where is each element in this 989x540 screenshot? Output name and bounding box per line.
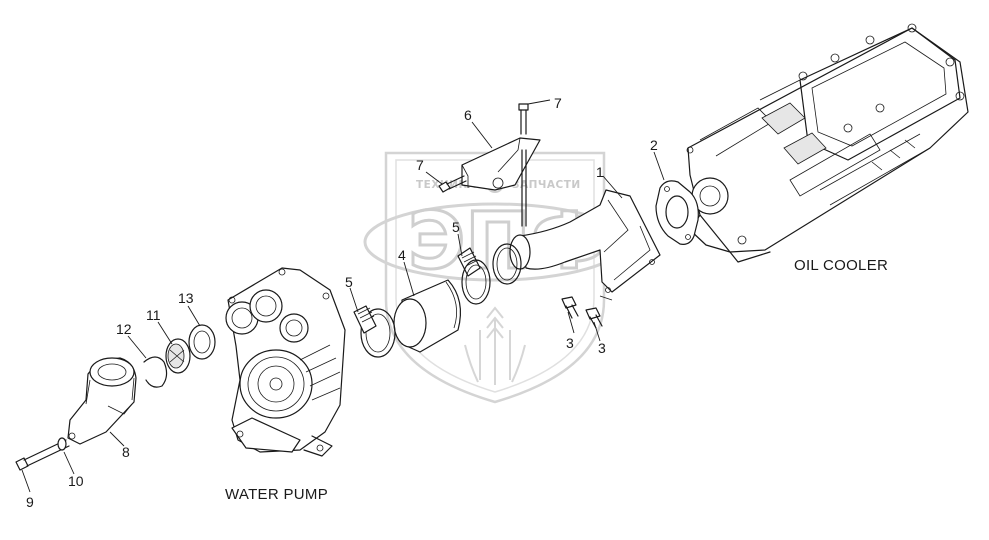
callout-4: 4 xyxy=(398,247,406,263)
seal-ring-13 xyxy=(188,324,216,360)
hose-ring-upper xyxy=(461,259,491,305)
water-pump-body xyxy=(225,267,346,457)
callout-11: 11 xyxy=(146,307,161,323)
hose-4 xyxy=(393,279,461,353)
callout-9: 9 xyxy=(26,494,34,510)
watermark-text-right: ЗАПЧАСТИ xyxy=(512,179,581,191)
bolt-3-left xyxy=(561,296,579,319)
callout-7-left: 7 xyxy=(416,157,424,173)
callout-3-right: 3 xyxy=(598,340,606,356)
thermostat-11 xyxy=(165,338,191,374)
washer-10 xyxy=(57,437,67,451)
caption-oil-cooler: OIL COOLER xyxy=(794,257,888,274)
bolt-7-top xyxy=(518,103,529,135)
callout-13: 13 xyxy=(178,290,194,306)
bolt-7-left xyxy=(438,175,467,193)
callout-5-lower: 5 xyxy=(345,274,353,290)
gasket-2 xyxy=(655,180,699,245)
thermostat-housing-8 xyxy=(67,357,137,445)
callout-5-upper: 5 xyxy=(452,219,460,235)
callout-12: 12 xyxy=(116,321,132,337)
callout-2: 2 xyxy=(650,137,658,153)
caption-water-pump: WATER PUMP xyxy=(225,486,328,503)
callout-1: 1 xyxy=(596,164,604,180)
bracket-6 xyxy=(461,137,541,227)
callout-7-top: 7 xyxy=(554,95,562,111)
leader-lines xyxy=(21,99,665,493)
oil-cooler-housing xyxy=(686,23,969,263)
o-ring-12 xyxy=(143,356,168,388)
wheat-emblem-icon xyxy=(464,306,526,385)
callout-3-left: 3 xyxy=(566,335,574,351)
hose-clamp-5-lower xyxy=(353,305,396,358)
callout-10: 10 xyxy=(68,473,84,489)
callout-6: 6 xyxy=(464,107,472,123)
callout-8: 8 xyxy=(122,444,130,460)
